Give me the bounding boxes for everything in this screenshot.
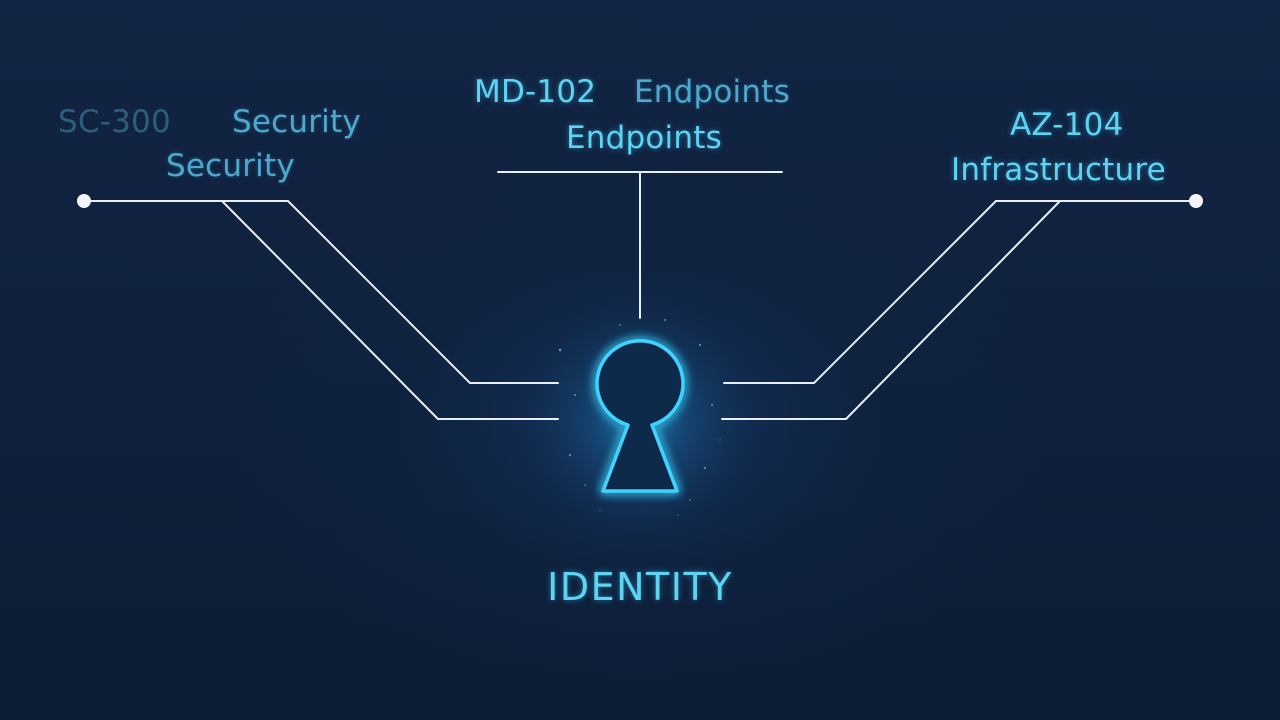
right-endpoint-dot <box>1189 194 1203 208</box>
left-upper-connector <box>287 200 559 384</box>
left-code-label: SC-300 <box>58 104 171 140</box>
center-title-label: Endpoints <box>566 120 722 156</box>
left-echo-label: Security <box>166 148 295 184</box>
left-lower-connector <box>221 200 559 420</box>
right-title-label: Infrastructure <box>951 152 1166 188</box>
right-upper-connector <box>723 200 997 384</box>
center-code-label: MD-102 <box>474 74 597 110</box>
right-code-label: AZ-104 <box>1010 107 1124 143</box>
left-title-label: Security <box>232 104 361 140</box>
keyhole-icon <box>595 339 685 493</box>
right-lower-connector <box>721 200 1061 420</box>
left-endpoint-dot <box>77 194 91 208</box>
center-echo-label: Endpoints <box>634 74 790 110</box>
sparkle-dots <box>554 319 721 516</box>
identity-label: IDENTITY <box>547 565 733 609</box>
